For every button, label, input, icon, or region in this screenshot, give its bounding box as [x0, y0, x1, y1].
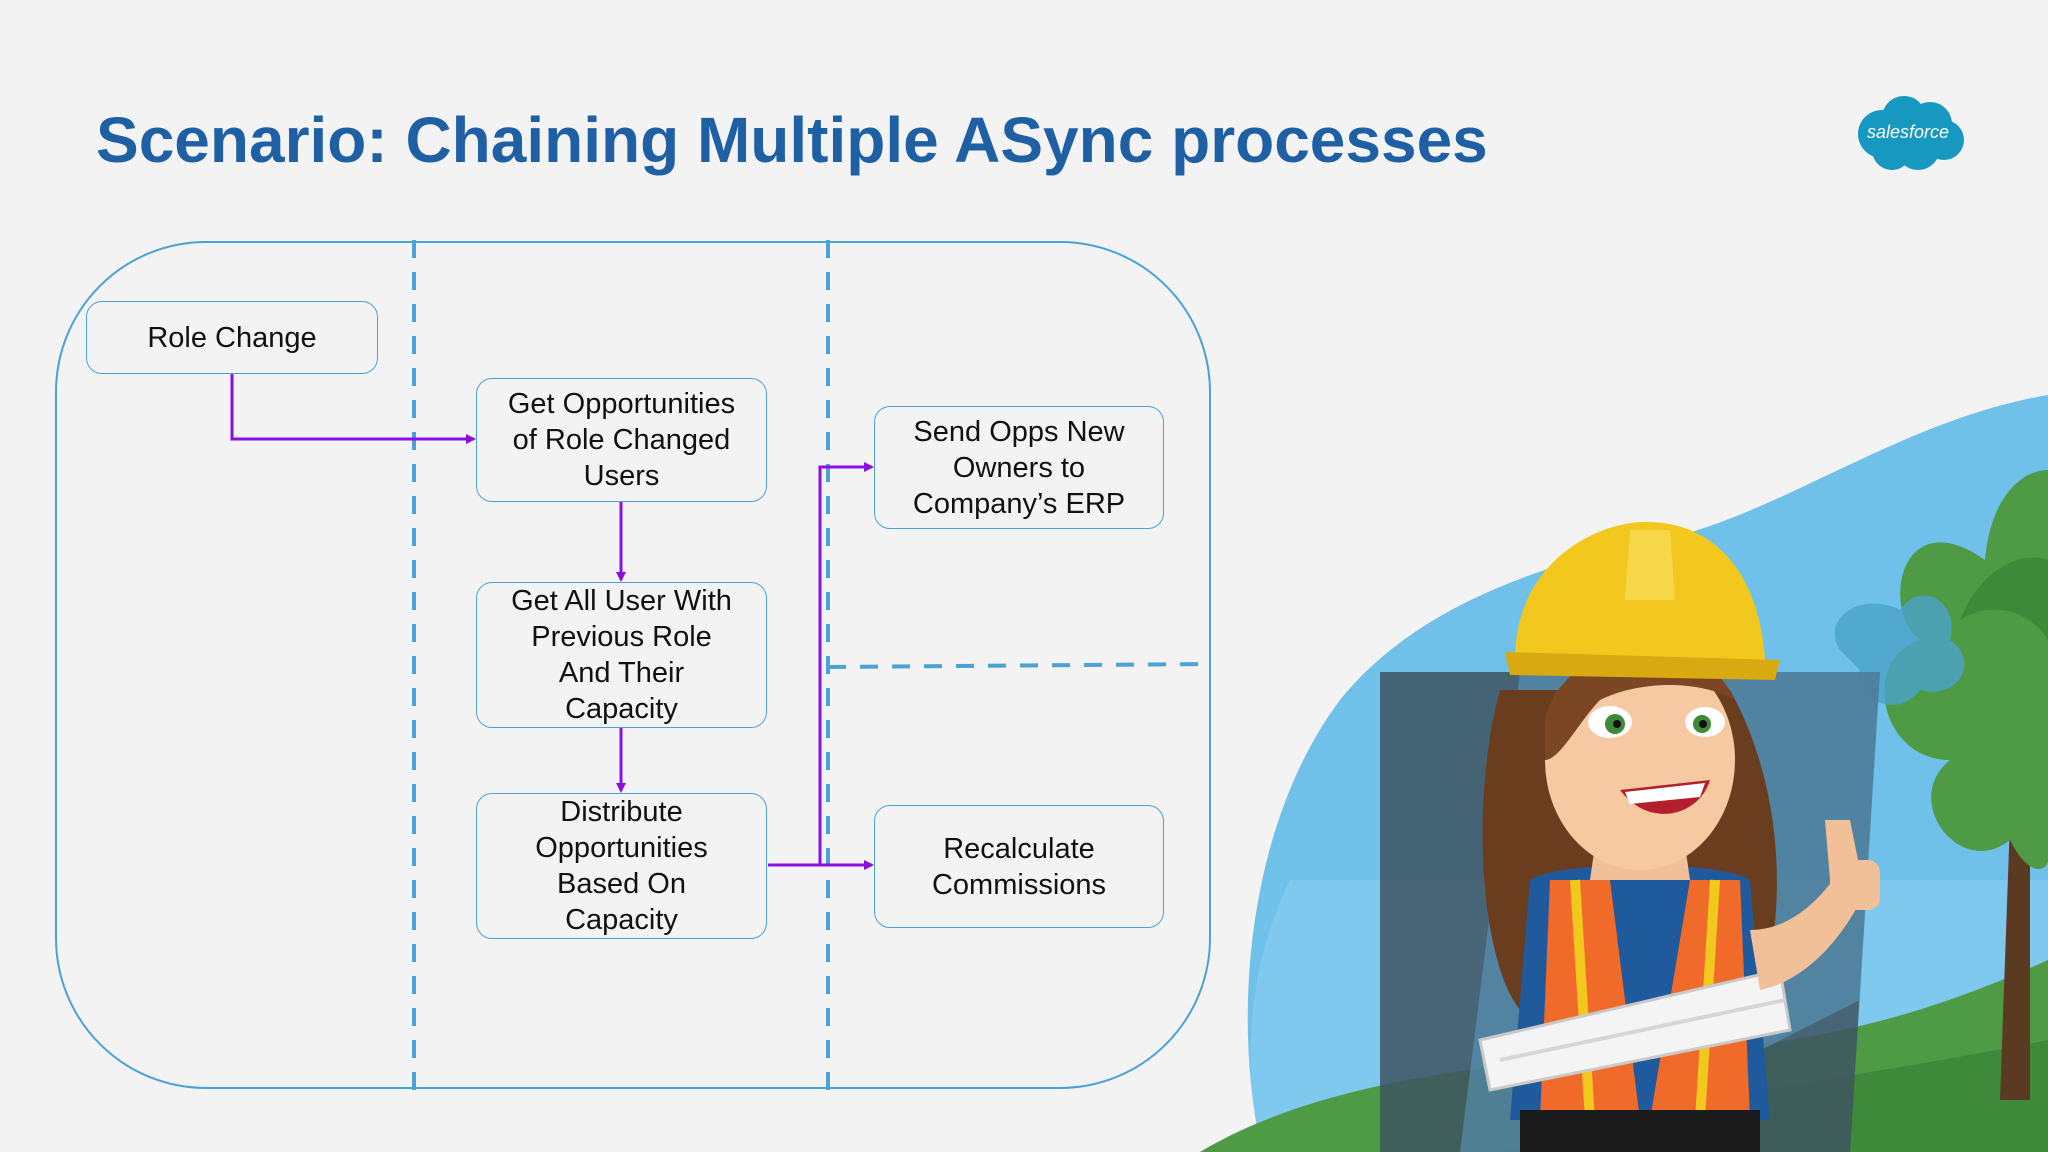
salesforce-cloud-icon	[1858, 96, 1964, 170]
divider-line-horizontal	[827, 662, 1211, 669]
logo-text: salesforce	[1866, 121, 1950, 142]
connector-distribute-to-sendopps	[818, 462, 874, 865]
connector-role-to-getopps	[230, 374, 476, 444]
worker-character	[1478, 521, 1880, 1152]
node-send-opps: Send Opps New Owners to Company’s ERP	[874, 406, 1164, 529]
node-recalculate-commissions: Recalculate Commissions	[874, 805, 1164, 928]
node-role-change: Role Change	[86, 301, 378, 374]
salesforce-logo: salesforce	[1848, 88, 1968, 176]
node-get-opportunities: Get Opportunities of Role Changed Users	[476, 378, 767, 502]
node-get-all-users: Get All User With Previous Role And Thei…	[476, 582, 767, 728]
diagram-frame	[55, 241, 1211, 1089]
slide-title: Scenario: Chaining Multiple ASync proces…	[96, 104, 1488, 176]
node-distribute-opportunities: Distribute Opportunities Based On Capaci…	[476, 793, 767, 939]
